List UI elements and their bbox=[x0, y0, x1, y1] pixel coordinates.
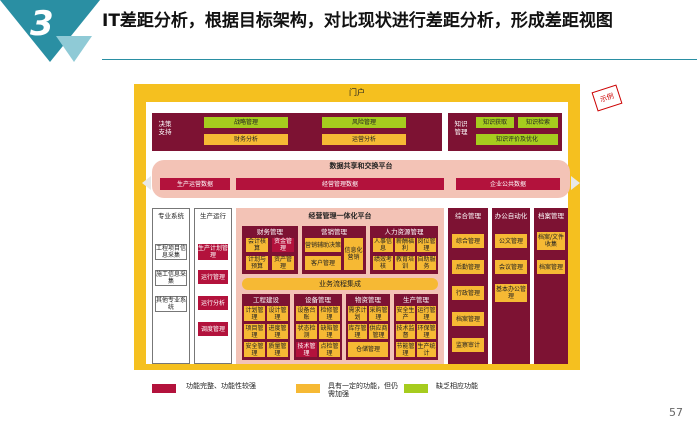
data-platform-item: 经营管理数据 bbox=[236, 178, 444, 190]
office-item: 基本办公管理 bbox=[495, 284, 527, 302]
legend-swatch-partial bbox=[296, 384, 320, 393]
equipment-item: 状态检测 bbox=[296, 324, 317, 339]
equipment-item: 点检管理 bbox=[319, 342, 340, 357]
production-mgmt-item: 生产统计 bbox=[417, 342, 436, 357]
finance-item: 会计核算 bbox=[246, 238, 268, 252]
marketing-item: 信息化营销 bbox=[344, 238, 363, 270]
professional-systems-panel bbox=[152, 208, 190, 364]
page-number: 57 bbox=[669, 406, 683, 419]
left-arrow-icon bbox=[142, 176, 151, 190]
data-platform-item: 企业公共数据 bbox=[456, 178, 560, 190]
hr-item: 教育培训 bbox=[395, 256, 415, 270]
hr-item: 薪酬福利 bbox=[395, 238, 415, 252]
archive-item: 档案/文件收集 bbox=[537, 232, 565, 250]
decision-item: 运营分析 bbox=[322, 134, 406, 145]
materials-item: 采购管理 bbox=[369, 306, 388, 321]
legend-label-partial: 具有一定的功能，但仍需加强 bbox=[328, 382, 398, 398]
production-ops-item: 运行分析 bbox=[198, 296, 228, 310]
professional-item: 工程项目信息采集 bbox=[155, 244, 187, 260]
production-mgmt-title: 生产管理 bbox=[403, 296, 429, 304]
equipment-item: 设备台账 bbox=[296, 306, 317, 321]
professional-item: 其他专业系统 bbox=[155, 296, 187, 312]
comprehensive-item: 综合管理 bbox=[452, 234, 484, 248]
archive-title: 档案管理 bbox=[538, 212, 564, 220]
legend-label-missing: 缺乏相应功能 bbox=[436, 382, 478, 390]
page-title: IT差距分析，根据目标架构，对比现状进行差距分析，形成差距视图 bbox=[102, 11, 613, 31]
knowledge-label: 知识 管理 bbox=[454, 120, 468, 136]
hr-item: 人事信息 bbox=[373, 238, 393, 252]
ops-mgmt-title: 经营管理一体化平台 bbox=[308, 212, 372, 220]
decision-item: 财务分析 bbox=[204, 134, 288, 145]
comprehensive-item: 行政管理 bbox=[452, 286, 484, 300]
finance-item: 资产管理 bbox=[272, 256, 294, 270]
production-mgmt-item: 技术监督 bbox=[396, 324, 415, 339]
materials-item: 仓储管理 bbox=[348, 342, 388, 357]
finance-item: 计划与预算 bbox=[246, 256, 268, 270]
hr-item: 自助服务 bbox=[417, 256, 436, 270]
decision-item: 战略管理 bbox=[204, 117, 288, 128]
marketing-item: 营销辅助决策 bbox=[305, 238, 341, 252]
equipment-item: 检修管理 bbox=[319, 306, 340, 321]
decision-item: 风险管理 bbox=[322, 117, 406, 128]
decision-support-label: 决策 支持 bbox=[158, 120, 172, 136]
production-ops-item: 生产计划管理 bbox=[198, 244, 229, 260]
finance-item: 资金管理 bbox=[272, 238, 294, 252]
office-item: 公文管理 bbox=[495, 234, 527, 248]
equipment-item: 技术管理 bbox=[296, 342, 317, 357]
engineering-item: 项目管理 bbox=[244, 324, 265, 339]
engineering-item: 设计管理 bbox=[267, 306, 288, 321]
hr-item: 绩效考核 bbox=[373, 256, 393, 270]
production-mgmt-item: 环保管理 bbox=[417, 324, 436, 339]
engineering-title: 工程建设 bbox=[253, 296, 279, 304]
knowledge-item: 知识检索 bbox=[518, 117, 558, 128]
data-platform-item: 生产运营数据 bbox=[160, 178, 230, 190]
production-ops-item: 运行管理 bbox=[198, 270, 228, 284]
production-mgmt-item: 安全生产 bbox=[396, 306, 415, 321]
right-arrow-icon bbox=[571, 176, 580, 190]
knowledge-item: 知识获取 bbox=[476, 117, 514, 128]
engineering-item: 质量管理 bbox=[267, 342, 288, 357]
production-ops-title: 生产运行 bbox=[200, 212, 226, 220]
comprehensive-title: 综合管理 bbox=[455, 212, 481, 220]
production-mgmt-item: 运行管理 bbox=[417, 306, 436, 321]
comprehensive-item: 监察审计 bbox=[452, 338, 484, 352]
materials-item: 需求计划 bbox=[348, 306, 367, 321]
legend-label-complete: 功能完整、功能性较强 bbox=[186, 382, 256, 390]
materials-title: 物资管理 bbox=[355, 296, 381, 304]
professional-item: 施工信息采集 bbox=[155, 270, 187, 286]
portal-label: 门户 bbox=[349, 88, 365, 97]
section-number: 3 bbox=[30, 4, 54, 44]
professional-systems-title: 专业系统 bbox=[158, 212, 184, 220]
engineering-item: 进度管理 bbox=[267, 324, 288, 339]
comprehensive-item: 后勤管理 bbox=[452, 260, 484, 274]
production-ops-item: 调度管理 bbox=[198, 322, 228, 336]
office-title: 办公自动化 bbox=[494, 212, 528, 220]
production-ops-panel bbox=[194, 208, 232, 364]
example-tag: 示例 bbox=[591, 84, 623, 112]
hr-title: 人力资源管理 bbox=[384, 228, 424, 236]
materials-item: 库存管理 bbox=[348, 324, 367, 339]
header-triangle-light bbox=[56, 36, 92, 62]
materials-item: 供应商管理 bbox=[369, 324, 388, 339]
knowledge-item: 知识评价及优化 bbox=[476, 134, 558, 145]
marketing-title: 营销管理 bbox=[321, 228, 347, 236]
archive-item: 档案管理 bbox=[537, 260, 565, 274]
equipment-item: 缺陷管理 bbox=[319, 324, 340, 339]
engineering-item: 安全管理 bbox=[244, 342, 265, 357]
process-integration-bar: 业务流程集成 bbox=[242, 278, 438, 290]
comprehensive-item: 档案管理 bbox=[452, 312, 484, 326]
finance-title: 财务管理 bbox=[257, 228, 283, 236]
legend-swatch-missing bbox=[404, 384, 428, 393]
equipment-title: 设备管理 bbox=[305, 296, 331, 304]
engineering-item: 计划管理 bbox=[244, 306, 265, 321]
data-platform-title: 数据共享和交换平台 bbox=[329, 162, 393, 170]
hr-item: 岗位管理 bbox=[417, 238, 436, 252]
legend-swatch-complete bbox=[152, 384, 176, 393]
production-mgmt-item: 节能管理 bbox=[396, 342, 415, 357]
title-divider bbox=[102, 59, 697, 60]
office-item: 会议管理 bbox=[495, 260, 527, 274]
marketing-item: 客户管理 bbox=[305, 256, 341, 270]
